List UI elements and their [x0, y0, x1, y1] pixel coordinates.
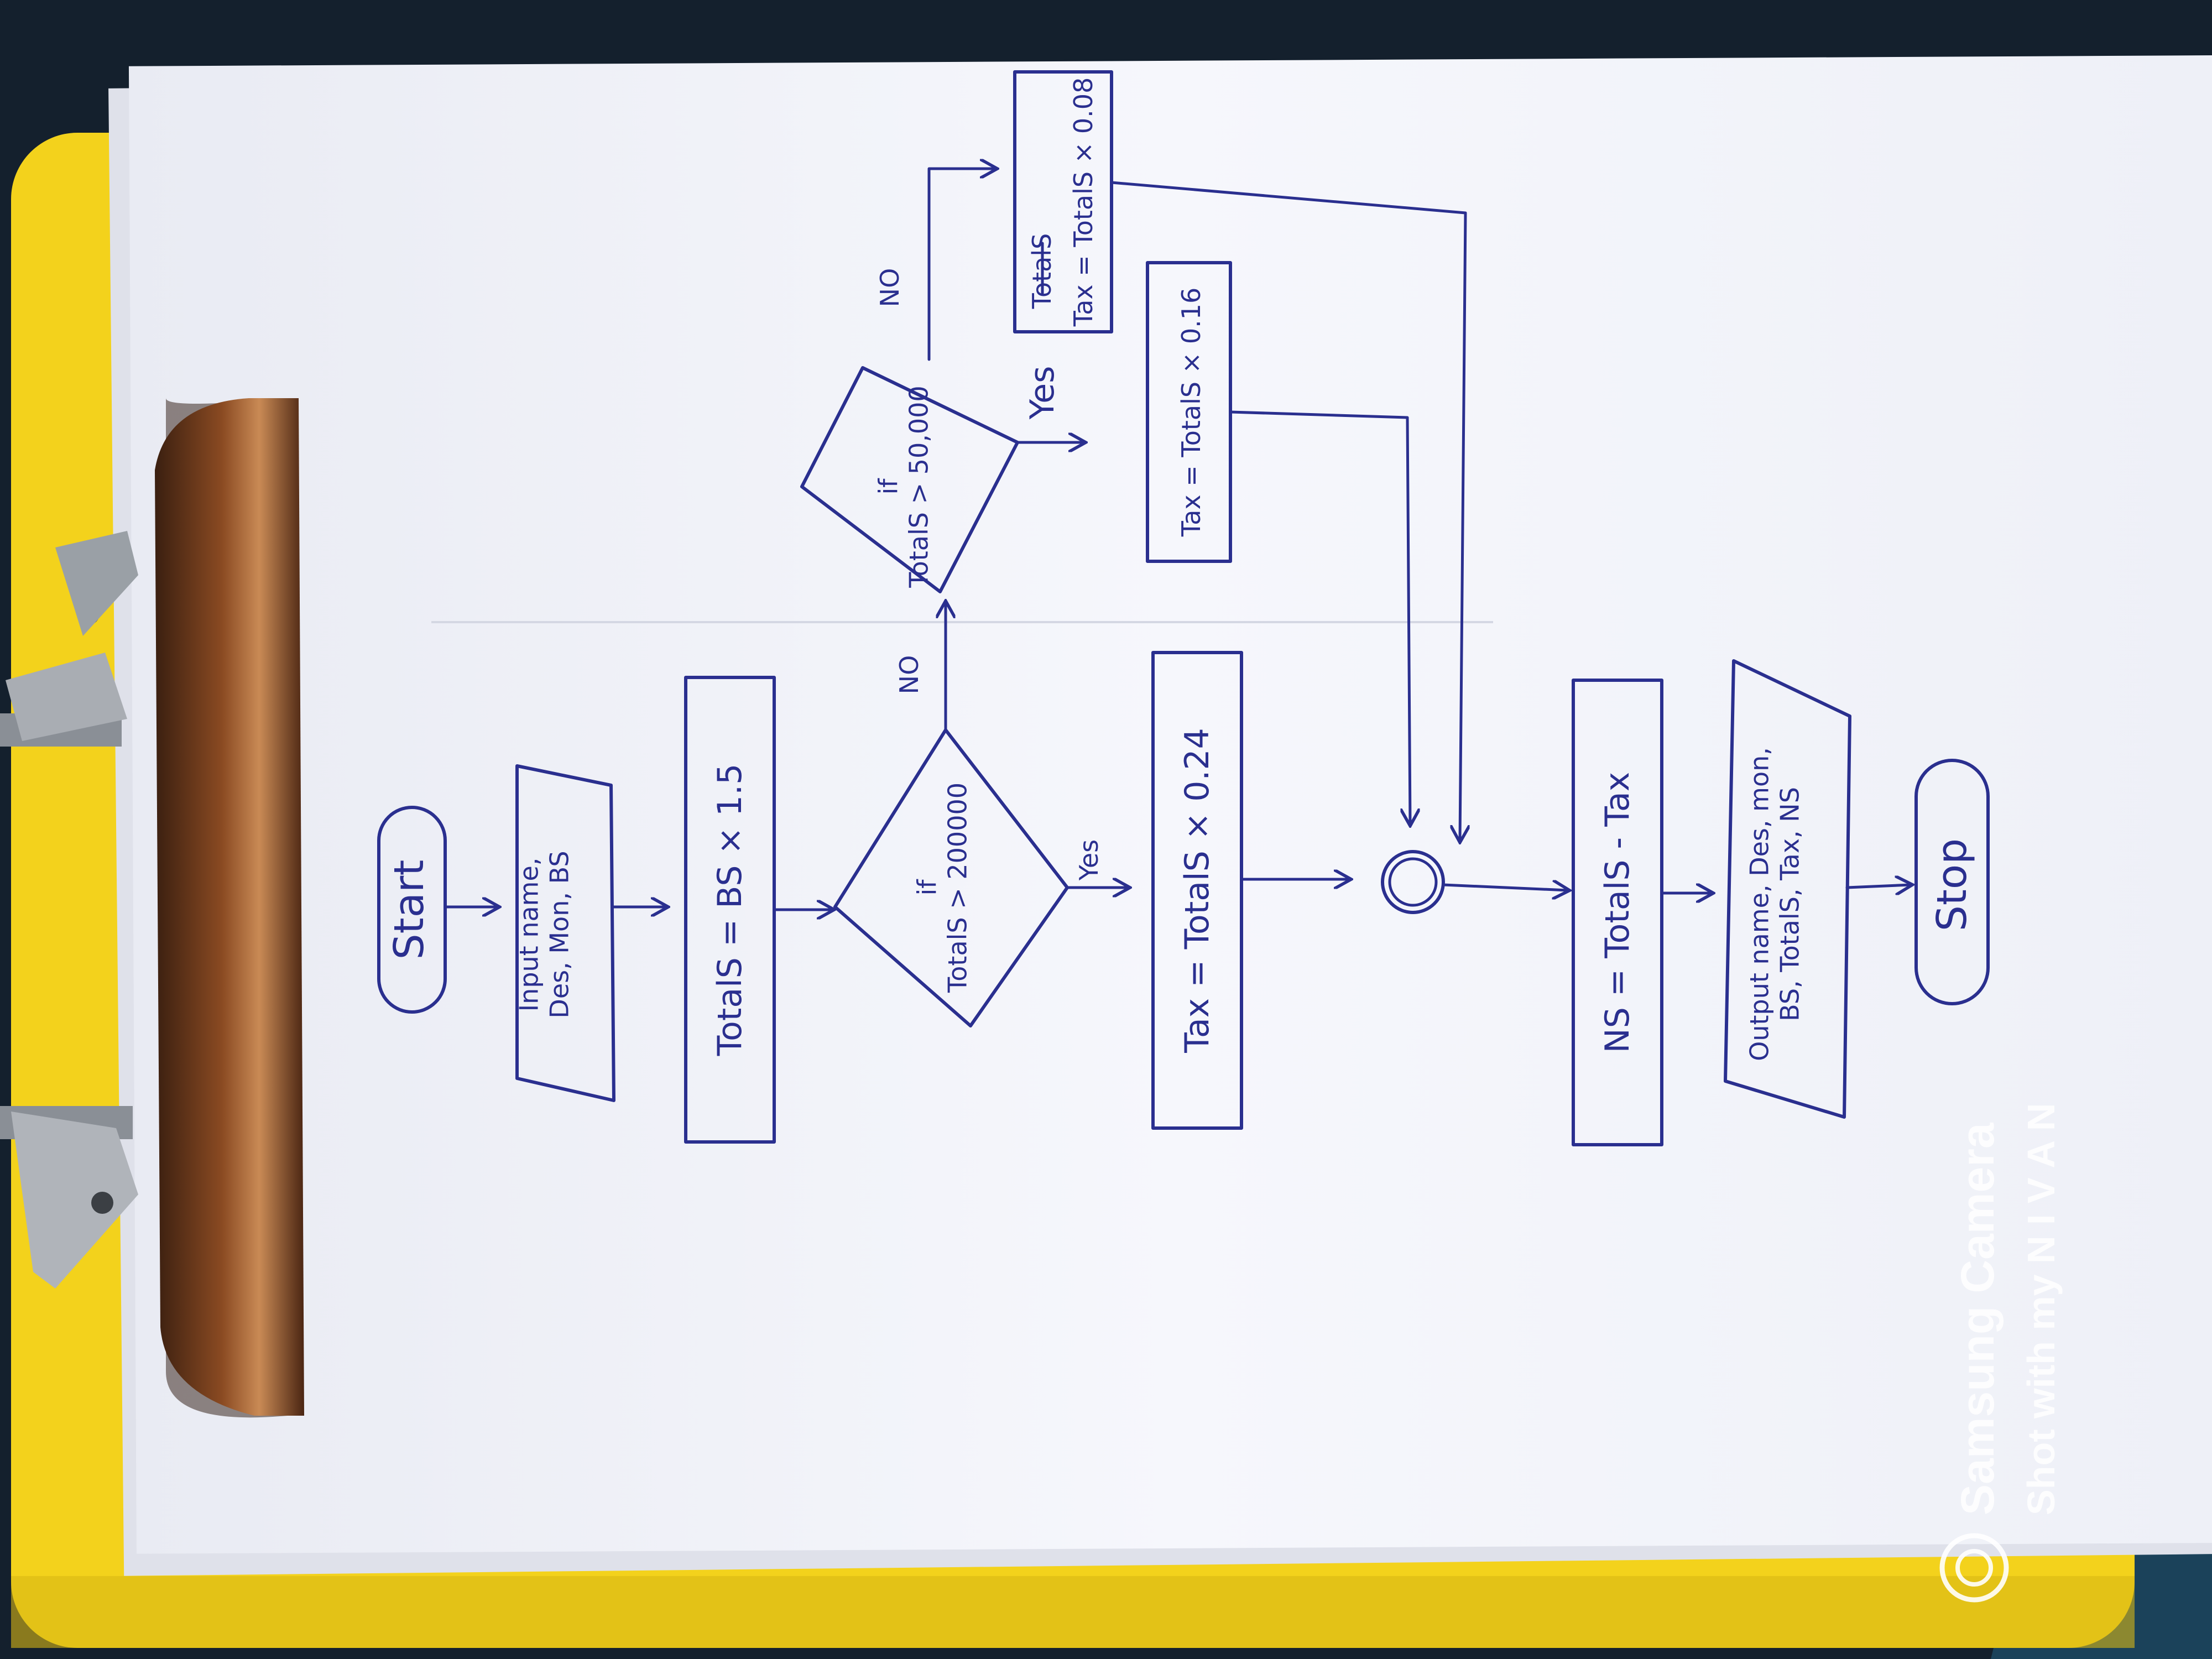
watermark-brand: Samsung Camera: [1952, 1122, 2004, 1515]
input-label: Input name,Des, Mon, BS: [514, 851, 574, 1018]
output-parallelogram: [1724, 659, 1851, 1119]
input-label-line: Des, Mon, BS: [545, 851, 575, 1018]
ns-process-label: NS = TotalS - Tax: [1598, 772, 1637, 1053]
tax-016-label: Tax = TotalS × 0.16: [1176, 288, 1206, 538]
decision1-no-label: NO: [894, 655, 924, 695]
decision1-yes-label: Yes: [1074, 839, 1104, 881]
input-label-line: Input name,: [514, 858, 544, 1012]
camera-watermark: Samsung Camera Shot with my N I V A N: [1939, 1103, 2063, 1603]
decision2-yes-label: Yes: [1023, 366, 1062, 420]
flowchart: Start Input name,Des, Mon, BS TotalS = B…: [377, 70, 1990, 1146]
output-text-line: Output name, Des, mon,: [1744, 747, 1774, 1061]
totals-process-label: TotalS = BS × 1.5: [711, 764, 749, 1057]
output-label: Output name, Des, mon,BS, TotalS, Tax, N…: [1744, 747, 1804, 1061]
input-parallelogram: [515, 764, 615, 1102]
watermark-shot-by: Shot with my N I V A N: [2020, 1103, 2063, 1515]
decision1-text-line: TotalS > 200000: [943, 782, 973, 993]
ns-process-box: [1572, 679, 1663, 1146]
decision2-no-label: NO: [875, 268, 905, 307]
tax-024-box: [1151, 651, 1243, 1130]
start-label: Start: [385, 860, 433, 960]
input-label-line1: Input name,Des, Mon, BS: [514, 851, 574, 1018]
decision2-text-line: if: [873, 478, 903, 495]
stop-terminator: [1914, 759, 1990, 1005]
decision2-text-line: TotalS > 50,000: [904, 385, 934, 588]
output-text: Output name, Des, mon,BS, TotalS, Tax, N…: [1744, 747, 1804, 1061]
output-text-line: BS, TotalS, Tax, NS: [1775, 787, 1805, 1021]
tax-008-label: Tax = TotalS × 0.08: [1068, 77, 1098, 327]
paper-stack: [108, 55, 2212, 1576]
decision1-label: ifTotalS > 200000: [912, 782, 972, 993]
camera-watermark-icon: [1939, 1533, 2009, 1603]
stop-label: Stop: [1928, 838, 1976, 931]
clipboard-clip: [0, 398, 304, 1418]
decision2-label: ifTotalS > 50,000: [873, 385, 933, 588]
decision2-text: ifTotalS > 50,000: [873, 385, 933, 588]
tax-008-box: [1013, 70, 1113, 333]
junction-connector: [1381, 850, 1445, 914]
tax-024-label: Tax = TotalS × 0.24: [1178, 728, 1217, 1053]
start-terminator: [377, 806, 447, 1014]
decision1-text-line: if: [912, 879, 942, 896]
decision1-text: ifTotalS > 200000: [912, 782, 972, 993]
